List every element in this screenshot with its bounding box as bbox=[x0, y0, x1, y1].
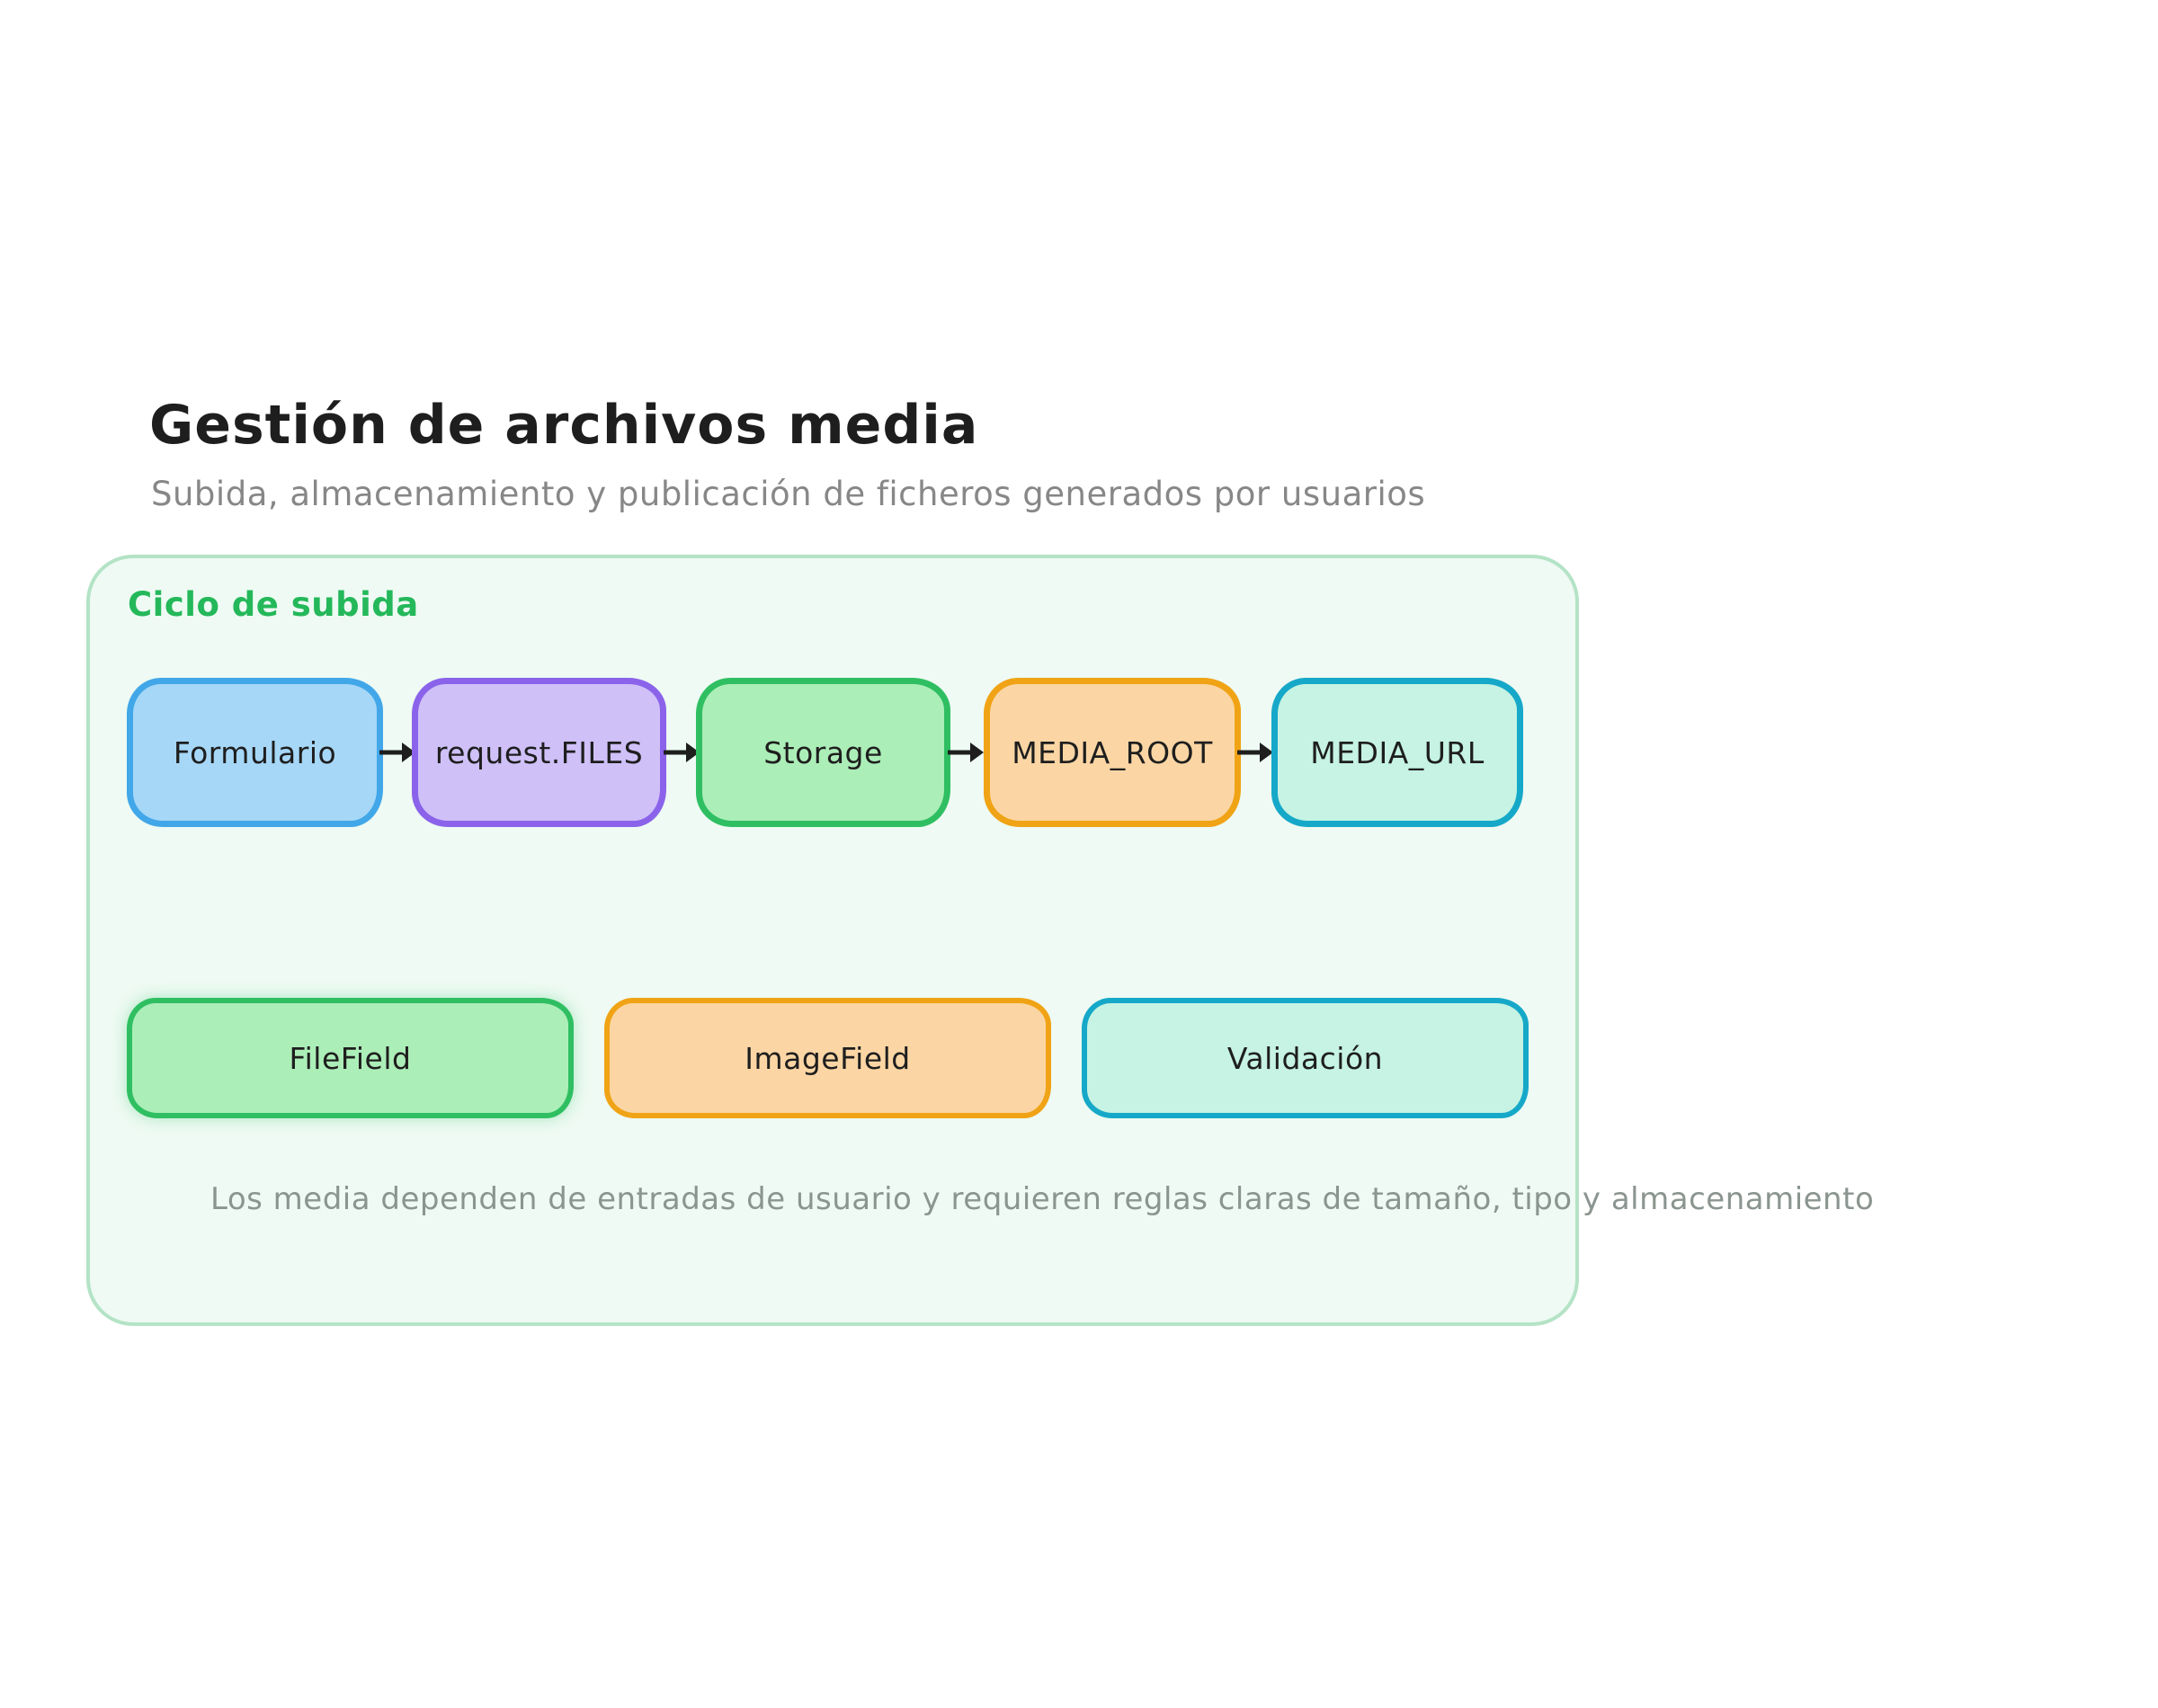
field-box-label: Validación bbox=[1226, 1040, 1384, 1076]
field-box-imagefield: ImageField bbox=[604, 998, 1051, 1118]
flow-node-label: MEDIA_URL bbox=[1310, 734, 1485, 770]
upload-cycle-frame: Ciclo de subida Formulario request.FILES… bbox=[86, 555, 1874, 1326]
page-title: Gestión de archivos media bbox=[149, 394, 979, 457]
flow-node-formulario: Formulario bbox=[127, 678, 383, 827]
arrow-right-icon bbox=[664, 740, 700, 765]
field-box-validacion: Validación bbox=[1082, 998, 1529, 1118]
flow-node-label: Formulario bbox=[173, 734, 337, 770]
arrow-right-icon bbox=[948, 740, 984, 765]
flow-node-label: request.FILES bbox=[434, 734, 644, 770]
flow-node-request-files: request.FILES bbox=[412, 678, 666, 827]
flow-node-label: MEDIA_ROOT bbox=[1012, 734, 1213, 770]
arrow-right-icon bbox=[379, 740, 415, 765]
field-box-filefield: FileField bbox=[127, 998, 574, 1118]
flow-node-media-root: MEDIA_ROOT bbox=[984, 678, 1241, 827]
note-text: Los media dependen de entradas de usuari… bbox=[210, 1181, 1875, 1217]
arrow-right-icon bbox=[1237, 740, 1273, 765]
field-box-label: FileField bbox=[289, 1040, 412, 1076]
frame-label: Ciclo de subida bbox=[128, 585, 419, 624]
page-subtitle: Subida, almacenamiento y publicación de … bbox=[151, 475, 1426, 513]
flow-node-media-url: MEDIA_URL bbox=[1271, 678, 1523, 827]
flow-node-label: Storage bbox=[763, 734, 883, 770]
flow-node-storage: Storage bbox=[696, 678, 950, 827]
field-box-label: ImageField bbox=[745, 1040, 911, 1076]
